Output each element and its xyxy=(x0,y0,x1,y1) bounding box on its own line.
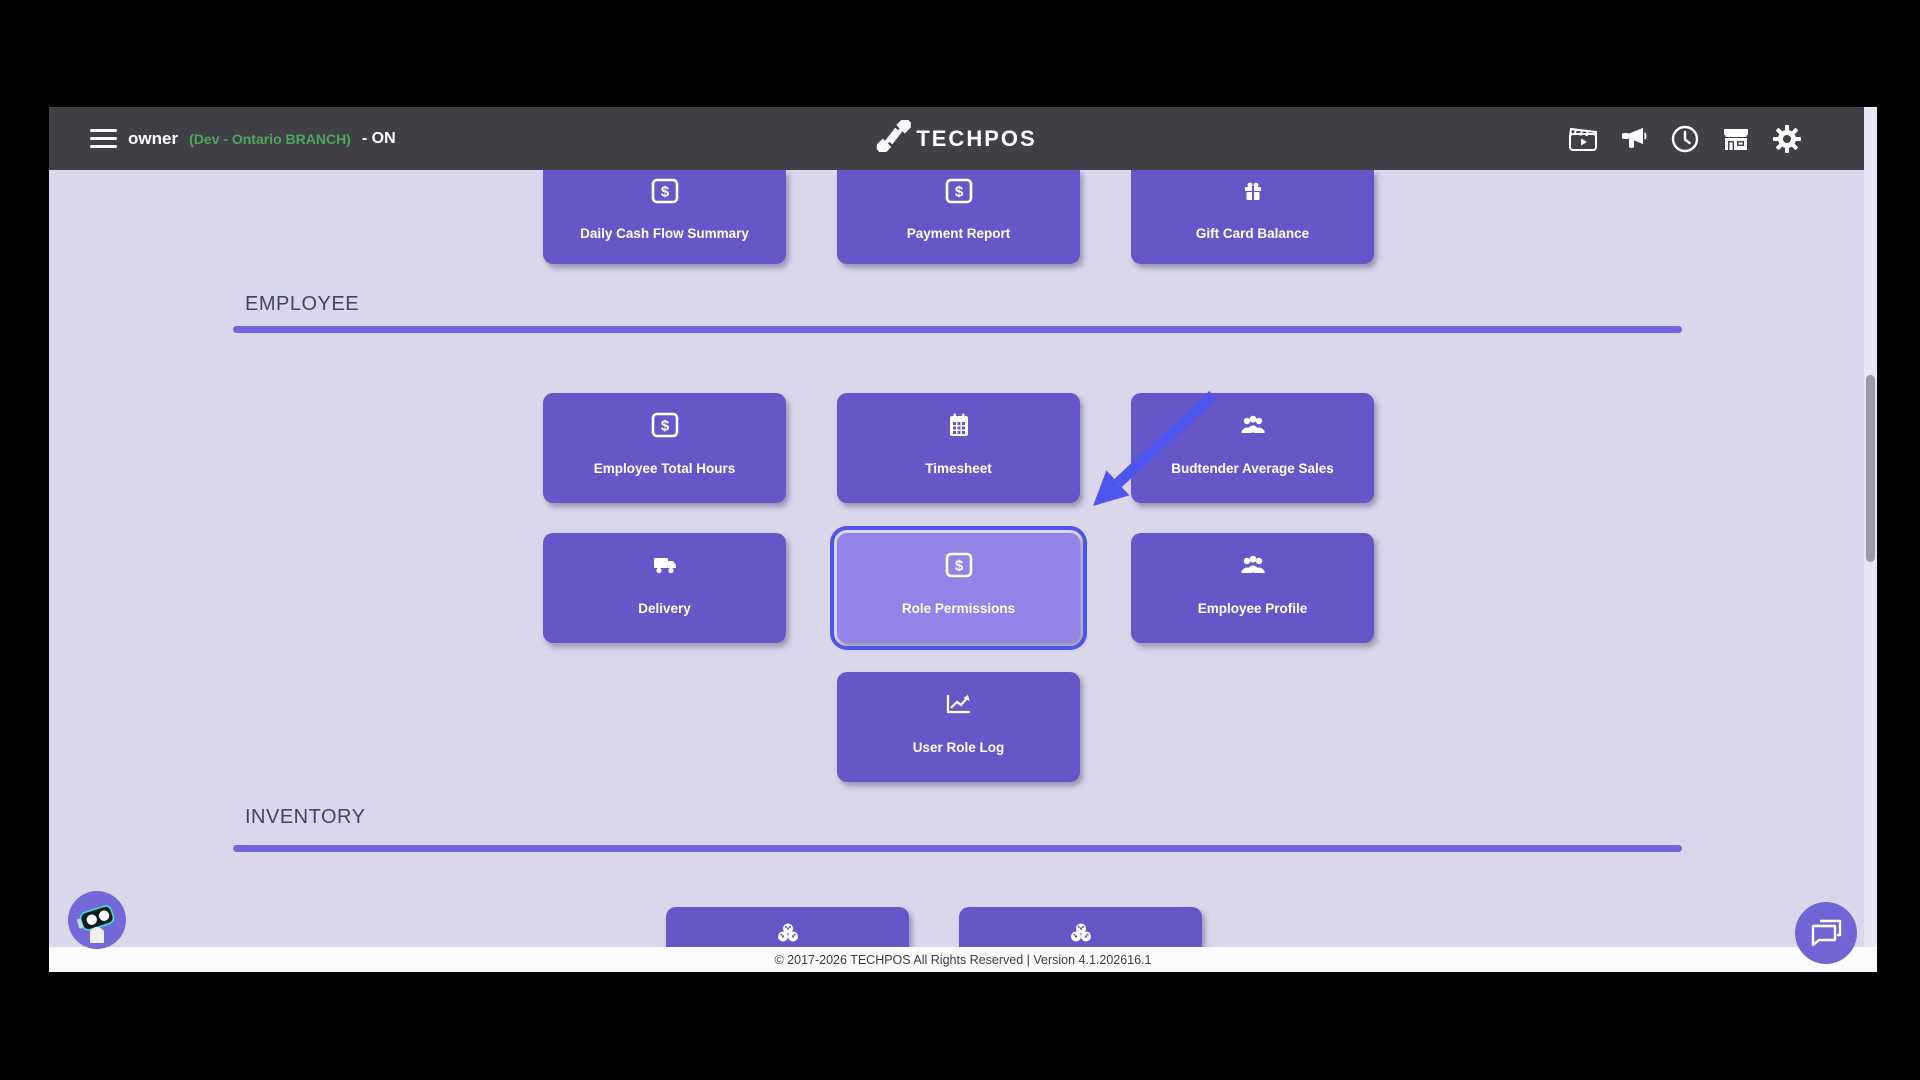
report-tile-row: $ Daily Cash Flow Summary $ Payment Report G… xyxy=(543,170,1374,264)
gear-icon[interactable] xyxy=(1772,124,1802,154)
svg-text:$: $ xyxy=(954,558,963,575)
gift-icon xyxy=(1243,178,1263,204)
leafcluster-icon xyxy=(1069,920,1093,946)
logo-mark-icon xyxy=(873,116,913,157)
svg-text:$: $ xyxy=(660,184,669,201)
chart-icon xyxy=(946,691,972,717)
money-icon: $ xyxy=(944,178,974,204)
tile-role-permissions[interactable]: $ Role Permissions xyxy=(830,526,1087,650)
calendar-icon xyxy=(948,412,970,438)
tile-daily-cash-flow-summary[interactable]: $ Daily Cash Flow Summary xyxy=(543,170,786,264)
money-icon: $ xyxy=(650,412,680,438)
chat-bubbles-icon xyxy=(1811,919,1842,947)
tile-timesheet[interactable]: Timesheet xyxy=(837,393,1080,503)
clock-icon[interactable] xyxy=(1670,124,1700,154)
employee-tile-row-3: User Role Log xyxy=(837,672,1080,782)
tile-label: Budtender Average Sales xyxy=(1171,461,1334,476)
store-icon[interactable] xyxy=(1721,124,1751,154)
tile-label: Gift Card Balance xyxy=(1195,226,1310,241)
tile-employee-profile[interactable]: Employee Profile xyxy=(1131,533,1374,643)
employee-section-title: EMPLOYEE xyxy=(245,293,360,315)
logged-in-user: owner xyxy=(128,128,179,148)
tile-label: Role Permissions xyxy=(901,601,1016,616)
tile-employee-total-hours[interactable]: $ Employee Total Hours xyxy=(543,393,786,503)
money-icon: $ xyxy=(650,178,680,204)
scrollbar-track[interactable] xyxy=(1864,107,1877,947)
svg-text:$: $ xyxy=(954,184,963,201)
tile-label: User Role Log xyxy=(912,740,1005,755)
brand-name: TECHPOS xyxy=(916,125,1037,151)
tile-gift-card-balance[interactable]: Gift Card Balance xyxy=(1131,170,1374,264)
assistant-robot-button[interactable] xyxy=(68,891,126,949)
tile-label: Daily Cash Flow Summary xyxy=(580,226,749,241)
tile-label: Timesheet xyxy=(925,461,992,476)
svg-text:$: $ xyxy=(660,418,669,435)
employee-tile-row-2: Delivery $ Role Permissions Employee Profil… xyxy=(543,526,1374,650)
tile-payment-report[interactable]: $ Payment Report xyxy=(837,170,1080,264)
megaphone-icon[interactable] xyxy=(1619,124,1649,154)
clapperboard-icon[interactable] xyxy=(1568,124,1598,154)
employee-tile-row-1: $ Employee Total Hours Timesheet Budtender … xyxy=(543,393,1374,503)
tile-label: Payment Report xyxy=(906,226,1011,241)
inventory-section-divider xyxy=(233,845,1682,852)
users-icon xyxy=(1240,412,1266,438)
hamburger-menu-icon[interactable] xyxy=(90,129,117,148)
employee-section-divider xyxy=(233,326,1682,333)
copyright-version-text: © 2017-2026 TECHPOS All Rights Reserved … xyxy=(774,952,1152,967)
region-label: - ON xyxy=(361,129,396,147)
robot-icon xyxy=(76,905,115,943)
money-icon: $ xyxy=(944,552,974,578)
tile-user-role-log[interactable]: User Role Log xyxy=(837,672,1080,782)
tile-label: Delivery xyxy=(638,601,691,616)
chat-button[interactable] xyxy=(1795,902,1857,964)
tile-delivery[interactable]: Delivery xyxy=(543,533,786,643)
tile-label: Employee Profile xyxy=(1197,601,1308,616)
navbar-actions xyxy=(1568,107,1802,170)
users-icon xyxy=(1240,552,1266,578)
scrollbar-thumb[interactable] xyxy=(1866,375,1875,562)
truck-icon xyxy=(653,552,677,578)
app-window: owner (Dev - Ontario BRANCH) - ON TECHPO… xyxy=(49,107,1877,972)
tile-label: Employee Total Hours xyxy=(593,461,736,476)
tile-budtender-average-sales[interactable]: Budtender Average Sales xyxy=(1131,393,1374,503)
leafcluster-icon xyxy=(776,920,800,946)
top-navbar: owner (Dev - Ontario BRANCH) - ON TECHPO… xyxy=(49,107,1864,170)
techpos-logo: TECHPOS xyxy=(873,107,1037,170)
branch-label: (Dev - Ontario BRANCH) xyxy=(189,130,351,147)
inventory-section-title: INVENTORY xyxy=(245,806,366,828)
footer-bar: © 2017-2026 TECHPOS All Rights Reserved … xyxy=(49,947,1877,972)
